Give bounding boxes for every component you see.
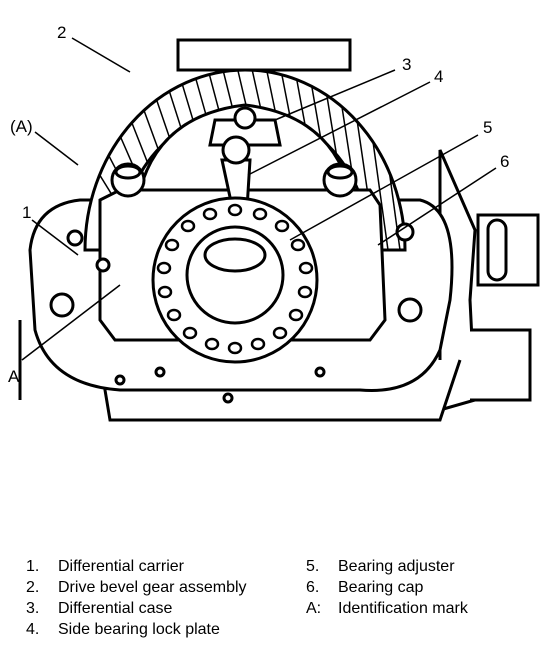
legend-number: 2. [26, 579, 40, 596]
callout-4: 4 [434, 67, 443, 86]
callout-5: 5 [483, 118, 492, 137]
callout-3: 3 [402, 55, 411, 74]
legend-text: Differential case [58, 600, 173, 617]
leader-lines [21, 37, 497, 361]
legend-number: A: [306, 600, 322, 617]
legend-left-column: 1. Differential carrier 2. Drive bevel g… [26, 556, 247, 640]
differential-diagram: 2 3 4 5 6 (A) 1 A [8, 23, 540, 422]
legend-item-6: 6. Bearing cap [306, 577, 468, 598]
callout-1: 1 [22, 203, 31, 222]
legend-item-5: 5. Bearing adjuster [306, 556, 468, 577]
legend-number: 1. [26, 558, 40, 575]
legend-text: Bearing cap [338, 579, 424, 596]
callout-2: 2 [57, 23, 66, 42]
callout-a-paren: (A) [10, 117, 33, 136]
callout-a: A [8, 367, 20, 386]
callout-6: 6 [500, 152, 509, 171]
legend-item-4: 4. Side bearing lock plate [26, 619, 247, 640]
legend-item-a: A: Identification mark [306, 598, 468, 619]
legend-number: 5. [306, 558, 320, 575]
callout-labels: 2 3 4 5 6 (A) 1 A [8, 23, 509, 386]
legend-text: Identification mark [338, 600, 468, 617]
legend-item-3: 3. Differential case [26, 598, 247, 619]
legend-text: Side bearing lock plate [58, 621, 220, 638]
legend-number: 4. [26, 621, 40, 638]
legend-right-column: 5. Bearing adjuster 6. Bearing cap A: Id… [306, 556, 468, 619]
legend-text: Bearing adjuster [338, 558, 455, 575]
legend-item-1: 1. Differential carrier [26, 556, 247, 577]
bearing-adjuster [151, 196, 319, 364]
legend-text: Drive bevel gear assembly [58, 579, 247, 596]
legend-text: Differential carrier [58, 558, 184, 575]
legend-number: 3. [26, 600, 40, 617]
legend-number: 6. [306, 579, 320, 596]
legend-item-2: 2. Drive bevel gear assembly [26, 577, 247, 598]
